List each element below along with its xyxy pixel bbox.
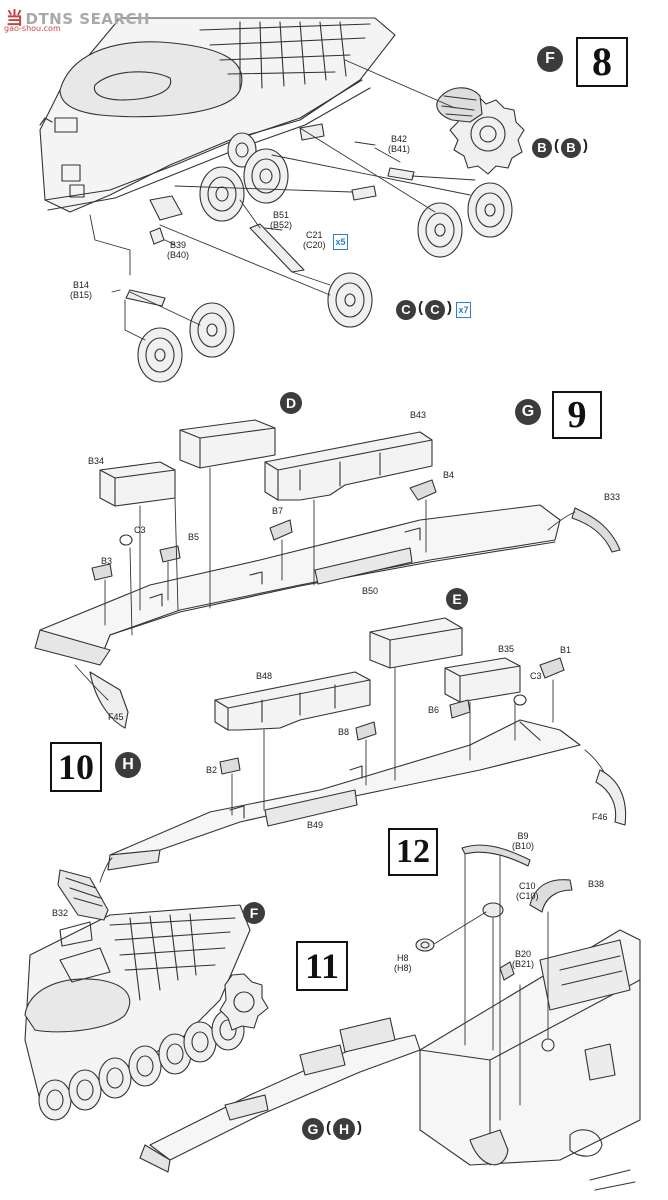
callout-close-paren: ): [357, 1119, 362, 1136]
callout-step11-f: F: [243, 902, 265, 924]
step8-road-wheels: [137, 132, 513, 383]
part-label-b35: B35: [498, 644, 515, 654]
step8-leader-lines: [89, 59, 476, 341]
part-label-b39: B39(B40): [167, 240, 190, 260]
step10-fender: [107, 719, 627, 871]
step9-brackets: [91, 479, 621, 581]
step8-hull: [39, 17, 396, 213]
step11-hull: [24, 904, 251, 1101]
part-label-b34: B34: [88, 456, 105, 466]
step9-fender: [34, 504, 561, 729]
callout-wheel-c-mirror: C: [425, 300, 445, 320]
part-label-b49: B49: [307, 820, 324, 830]
part-label-f45: F45: [108, 712, 124, 722]
callout-box-d: D: [280, 392, 302, 414]
part-label-b50: B50: [362, 586, 379, 596]
step9-boxes: [99, 419, 433, 507]
part-label-b42: B42(B41): [388, 134, 411, 154]
callout-open-paren: (: [326, 1119, 331, 1136]
step8-suspension-arms: [125, 123, 415, 307]
callout-wheel-c: C: [396, 300, 416, 320]
watermark-text: DTNS SEARCH: [25, 10, 151, 28]
step8-subassembly-badge: F: [537, 46, 563, 72]
callout-rail-h: H: [333, 1118, 355, 1140]
part-label-h8: H8(H8): [394, 953, 412, 973]
step-number-8: 8: [576, 37, 628, 87]
part-label-b6: B6: [428, 705, 440, 715]
step-number-11: 11: [296, 941, 348, 991]
part-label-f46: F46: [592, 812, 608, 822]
part-label-b1: B1: [560, 645, 572, 655]
step-number-12: 12: [388, 828, 438, 876]
quantity-x7-badge: x7: [456, 302, 471, 318]
part-label-b51: B51(B52): [270, 210, 293, 230]
part-label-b4: B4: [443, 470, 455, 480]
callout-rail-g: G: [302, 1118, 324, 1140]
part-label-b48: B48: [256, 671, 273, 681]
part-label-b3: B3: [101, 556, 113, 566]
part-label-b14: B14(B15): [70, 280, 93, 300]
callout-box-e: E: [446, 588, 468, 610]
callout-open-paren: (: [418, 299, 423, 316]
step10-leader-lines: [99, 667, 605, 883]
step12-hull: [419, 929, 641, 1191]
step-number-9: 9: [552, 391, 602, 439]
part-label-c21: C21(C20): [303, 230, 326, 250]
step11-rail: [139, 1017, 421, 1173]
step-number-10: 10: [50, 742, 102, 792]
callout-close-paren: ): [583, 137, 588, 154]
part-label-c3-right: C3: [530, 671, 542, 681]
step9-subassembly-badge: G: [515, 399, 541, 425]
step11-wheels: [38, 973, 269, 1121]
step9-leader-lines: [74, 467, 576, 701]
step8-sprocket: [436, 87, 525, 175]
step12-parts: [415, 844, 573, 1052]
part-label-c10: C10(C10): [516, 881, 539, 901]
part-label-b5: B5: [188, 532, 200, 542]
part-label-c3-left: C3: [134, 525, 146, 535]
part-label-b38: B38: [588, 879, 605, 889]
step12-leader-lines: [433, 854, 549, 1121]
part-label-b43: B43: [410, 410, 427, 420]
part-label-b20: B20(B21): [512, 949, 535, 969]
step10-subassembly-badge: H: [115, 752, 141, 778]
step11-b32: [57, 869, 109, 921]
part-label-b8: B8: [338, 727, 350, 737]
step10-brackets: [219, 657, 565, 775]
callout-sprocket-b: B: [532, 138, 552, 158]
part-label-b32: B32: [52, 908, 69, 918]
part-label-b2: B2: [206, 765, 218, 775]
callout-sprocket-b-mirror: B: [561, 138, 581, 158]
watermark-url: gao-shou.com: [4, 24, 61, 33]
callout-open-paren: (: [554, 137, 559, 154]
quantity-x5-badge: x5: [333, 234, 348, 250]
watermark-glyph: 当: [6, 9, 24, 29]
part-label-b7: B7: [272, 506, 284, 516]
callout-close-paren: ): [447, 299, 452, 316]
step10-boxes: [214, 617, 521, 731]
part-label-b9: B9(B10): [512, 831, 535, 851]
part-label-b33: B33: [604, 492, 621, 502]
